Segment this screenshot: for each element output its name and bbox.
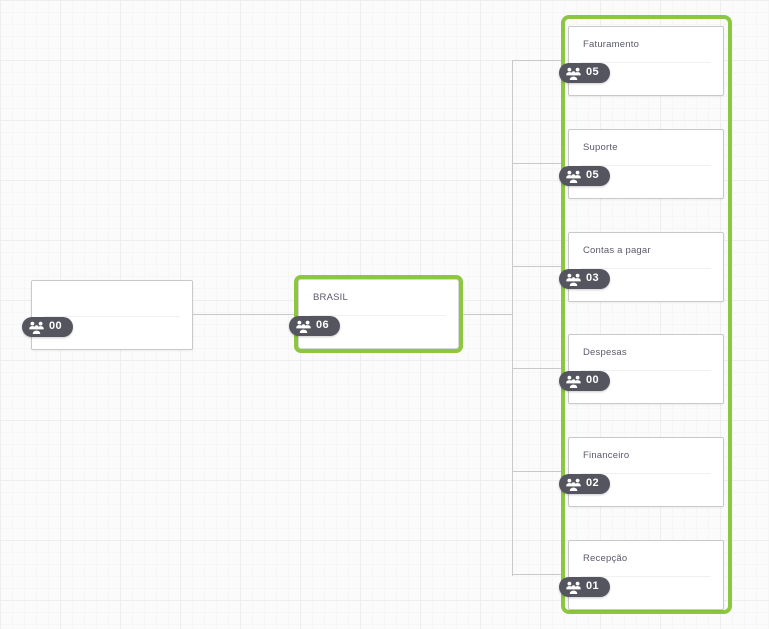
node-brasil-divider <box>311 315 446 316</box>
node-department-0-title: Faturamento <box>583 39 640 50</box>
node-department-4-title: Financeiro <box>583 450 630 461</box>
node-department-0-divider <box>581 62 711 63</box>
node-brasil-count: 06 <box>316 319 330 331</box>
node-brasil-title: BRASIL <box>313 292 348 303</box>
node-root-member-badge[interactable]: 00 <box>22 317 74 337</box>
node-department-4[interactable]: Financeiro 02 <box>559 437 724 507</box>
connector-trunk-to-dept-2 <box>512 266 564 267</box>
connector-trunk-to-dept-4 <box>512 471 564 472</box>
users-icon <box>566 581 581 594</box>
connector-trunk-to-dept-5 <box>512 574 564 575</box>
node-department-0-member-badge[interactable]: 05 <box>559 63 611 83</box>
node-department-0[interactable]: Faturamento 05 <box>559 26 724 96</box>
users-icon <box>29 321 44 334</box>
node-department-2-count: 03 <box>586 272 600 284</box>
node-root-count: 00 <box>49 320 63 332</box>
node-root[interactable]: 00 <box>22 280 193 350</box>
users-icon <box>566 478 581 491</box>
users-icon <box>566 273 581 286</box>
node-department-3-title: Despesas <box>583 347 627 358</box>
node-department-5-divider <box>581 576 711 577</box>
node-department-3-divider <box>581 370 711 371</box>
node-department-1-divider <box>581 165 711 166</box>
users-icon <box>296 320 311 333</box>
connector-root-to-brasil <box>193 314 294 315</box>
connector-brasil-to-trunk <box>463 314 513 315</box>
node-department-1[interactable]: Suporte 05 <box>559 129 724 199</box>
node-brasil-member-badge[interactable]: 06 <box>289 316 341 336</box>
node-root-divider <box>44 316 180 317</box>
node-department-2[interactable]: Contas a pagar 03 <box>559 232 724 302</box>
node-department-2-member-badge[interactable]: 03 <box>559 269 611 289</box>
node-department-2-title: Contas a pagar <box>583 245 651 256</box>
node-department-4-member-badge[interactable]: 02 <box>559 474 611 494</box>
node-brasil[interactable]: BRASIL 06 <box>289 279 459 349</box>
users-icon <box>566 375 581 388</box>
node-department-5-count: 01 <box>586 580 600 592</box>
connector-trunk-to-dept-0 <box>512 60 564 61</box>
node-department-1-count: 05 <box>586 169 600 181</box>
node-department-1-member-badge[interactable]: 05 <box>559 166 611 186</box>
node-department-3[interactable]: Despesas 00 <box>559 334 724 404</box>
department-group-outline <box>561 15 732 614</box>
node-department-3-count: 00 <box>586 374 600 386</box>
connector-trunk-to-dept-3 <box>512 368 564 369</box>
connector-trunk-to-dept-1 <box>512 163 564 164</box>
users-icon <box>566 67 581 80</box>
users-icon <box>566 170 581 183</box>
node-department-4-count: 02 <box>586 477 600 489</box>
node-department-5[interactable]: Recepção 01 <box>559 540 724 610</box>
node-department-5-member-badge[interactable]: 01 <box>559 577 611 597</box>
connector-trunk-vertical <box>512 60 513 576</box>
node-department-1-title: Suporte <box>583 142 618 153</box>
node-department-2-divider <box>581 268 711 269</box>
node-department-4-divider <box>581 473 711 474</box>
node-department-5-title: Recepção <box>583 553 628 564</box>
node-department-3-member-badge[interactable]: 00 <box>559 371 611 391</box>
node-department-0-count: 05 <box>586 66 600 78</box>
